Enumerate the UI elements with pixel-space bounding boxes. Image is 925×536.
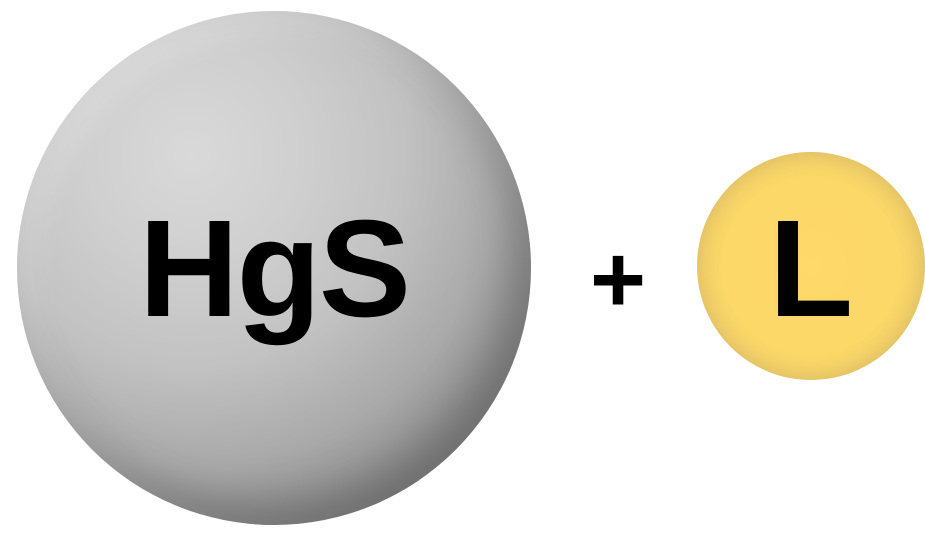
ligand-sphere xyxy=(697,152,925,380)
ligand-label: L xyxy=(768,192,854,346)
hgs-label: HgS xyxy=(139,192,411,346)
plus-sign: + xyxy=(589,226,647,333)
hgs-sphere xyxy=(17,11,531,525)
